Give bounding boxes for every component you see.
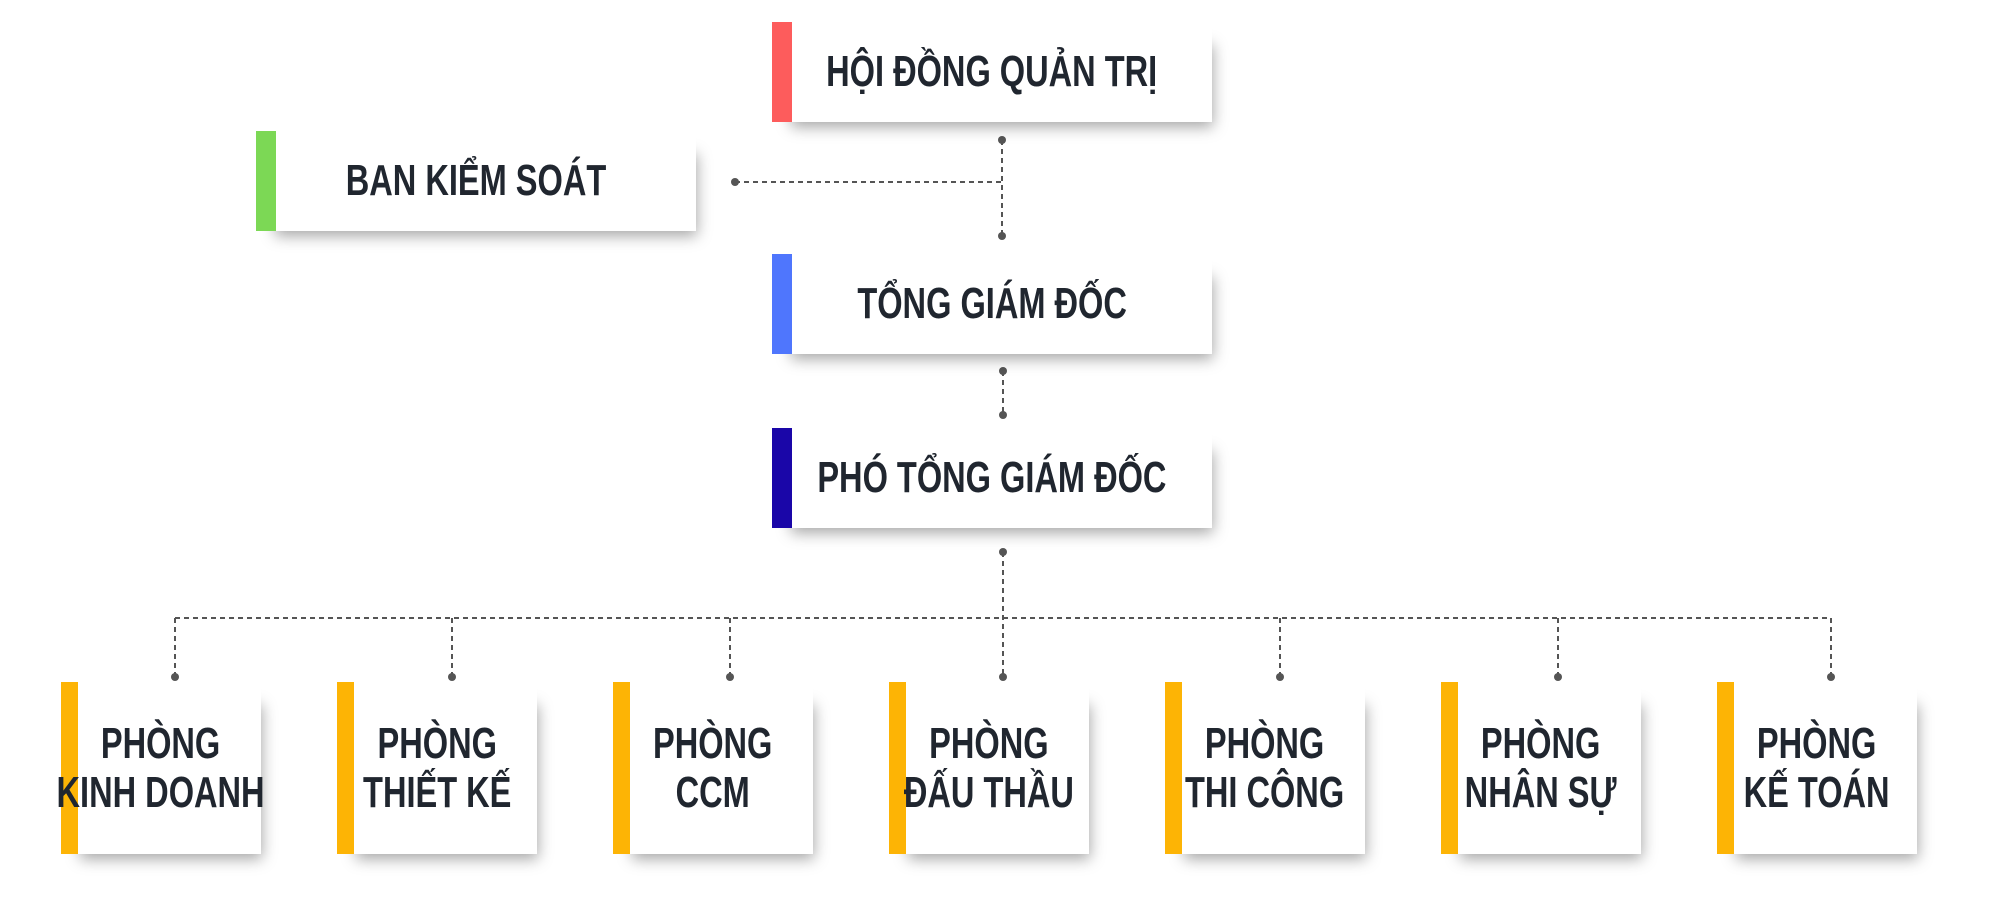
vice-ceo-box: PHÓ TỔNG GIÁM ĐỐC	[772, 428, 1212, 528]
board-box: HỘI ĐỒNG QUẢN TRỊ	[772, 22, 1212, 122]
dept-accent-bar	[337, 682, 354, 854]
dept-accent-bar	[1717, 682, 1734, 854]
ceo-accent-bar	[772, 254, 792, 354]
ceo-box: TỔNG GIÁM ĐỐC	[772, 254, 1212, 354]
dept-accent-bar	[1165, 682, 1182, 854]
control-label: BAN KIỂM SOÁT	[345, 156, 607, 206]
dept-accent-bar	[61, 682, 78, 854]
vice-ceo-accent-bar	[772, 428, 792, 528]
control-accent-bar	[256, 131, 276, 231]
control-box: BAN KIỂM SOÁT	[256, 131, 696, 231]
board-label: HỘI ĐỒNG QUẢN TRỊ	[826, 47, 1158, 97]
board-accent-bar	[772, 22, 792, 122]
ceo-label: TỔNG GIÁM ĐỐC	[857, 279, 1127, 329]
dept-accent-bar	[889, 682, 906, 854]
vice-ceo-label: PHÓ TỔNG GIÁM ĐỐC	[817, 453, 1167, 503]
dept-accent-bar	[613, 682, 630, 854]
dept-accent-bar	[1441, 682, 1458, 854]
